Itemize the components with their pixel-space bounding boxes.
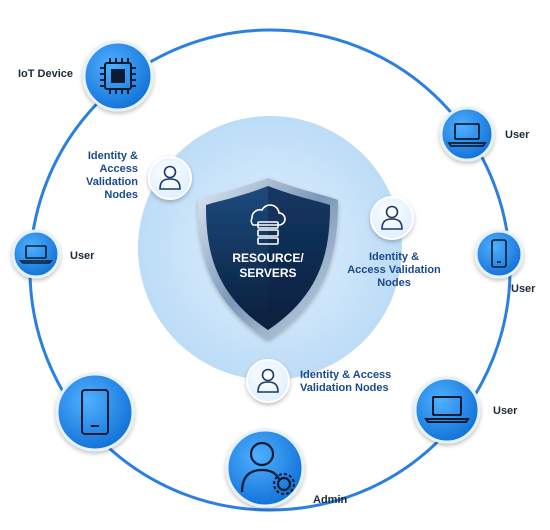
user-node-right[interactable] xyxy=(474,229,524,279)
validation-label-2: Identity & Access Validation Nodes xyxy=(333,251,455,290)
user-node-left[interactable] xyxy=(11,229,61,279)
validation-label-2-line: Nodes xyxy=(377,277,411,289)
iot-device-label: IoT Device xyxy=(18,68,74,80)
validation-label-3-line: Identity & Access xyxy=(300,369,392,381)
validation-label-2-line: Access Validation xyxy=(347,264,441,276)
validation-label-3: Identity & Access Validation Nodes xyxy=(300,369,391,395)
validation-label-1-line: Access xyxy=(99,163,138,175)
admin-user-gear-icon xyxy=(240,441,296,496)
admin-node[interactable] xyxy=(225,428,305,508)
validation-label-3-line: Validation Nodes xyxy=(300,382,389,394)
laptop-icon xyxy=(19,245,53,264)
cloud-server-icon xyxy=(250,204,286,245)
laptop-icon xyxy=(447,123,487,147)
laptop-icon xyxy=(424,396,470,423)
mobile-node-bottom-left[interactable] xyxy=(55,372,135,452)
person-icon xyxy=(257,368,279,393)
phone-icon xyxy=(81,389,109,435)
phone-icon xyxy=(491,239,507,268)
resource-servers-shield xyxy=(198,178,338,340)
person-icon xyxy=(159,165,181,190)
iot-device-node[interactable] xyxy=(82,40,154,112)
validation-label-2-line: Identity & xyxy=(368,251,420,263)
shield-label-line2: SERVERS xyxy=(239,266,296,280)
validation-label-1: Identity & Access Validation Nodes xyxy=(62,150,138,202)
user-node-top-right[interactable] xyxy=(439,106,495,162)
validation-label-1-line: Identity & xyxy=(87,150,138,162)
user-label-top-right: User xyxy=(505,129,530,141)
validation-node-1 xyxy=(148,156,192,200)
user-label-right: User xyxy=(511,283,536,295)
shield-label-line1: RESOURCE/ xyxy=(232,251,304,265)
user-label-left: User xyxy=(70,250,95,262)
admin-label: Admin xyxy=(313,494,348,506)
validation-node-3 xyxy=(246,359,290,403)
user-label-bottom-right: User xyxy=(493,405,518,417)
chip-icon xyxy=(100,58,136,94)
validation-node-2 xyxy=(370,196,414,240)
user-node-bottom-right[interactable] xyxy=(413,376,481,444)
validation-label-1-line: Nodes xyxy=(104,189,138,201)
validation-label-1-line: Validation xyxy=(86,176,138,188)
person-icon xyxy=(381,205,403,230)
